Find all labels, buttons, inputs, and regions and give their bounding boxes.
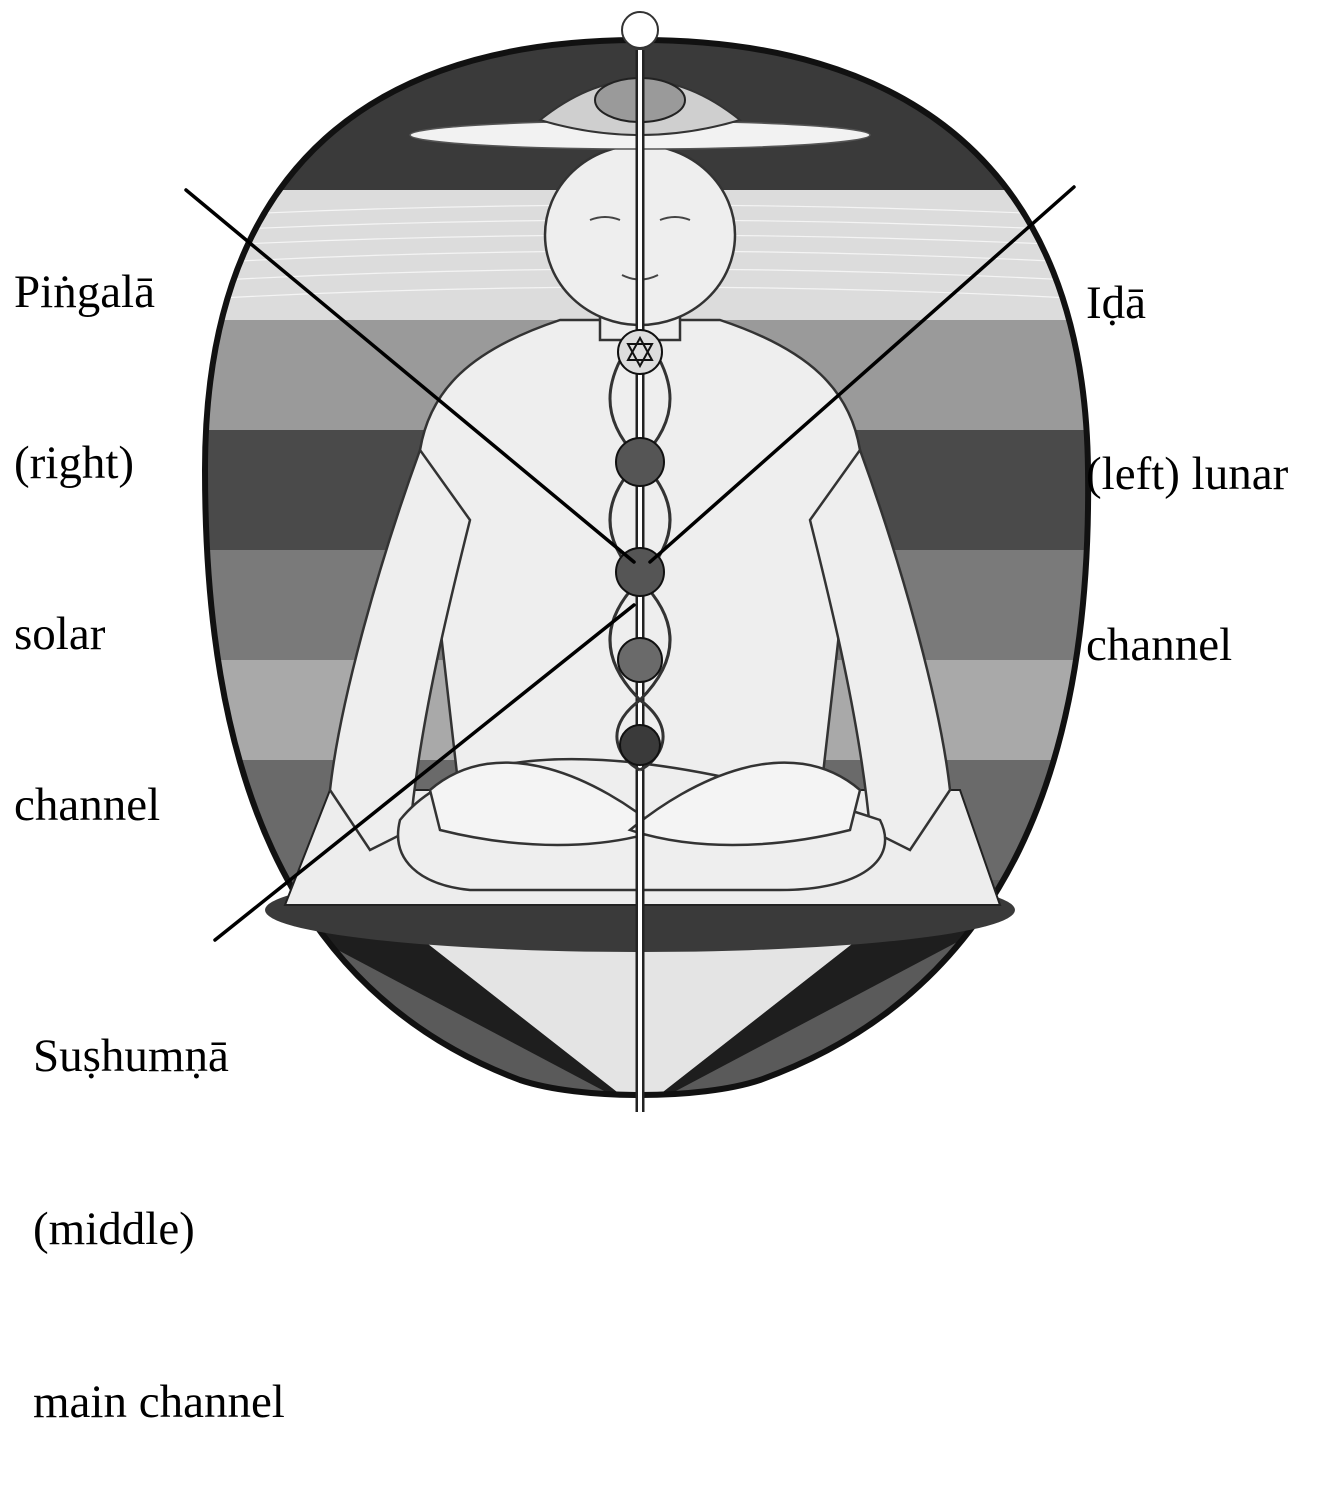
pingala-side: (right) <box>14 435 160 492</box>
pingala-word: channel <box>14 777 160 834</box>
sushumna-side: (middle) <box>33 1200 285 1259</box>
pingala-label: Piṅgalā (right) solar channel <box>14 150 160 891</box>
pingala-kind: solar <box>14 606 160 663</box>
ida-label: Iḍā (left) lunar channel <box>1086 161 1288 731</box>
sushumna-name: Suṣhumṇā <box>33 1027 285 1086</box>
ida-name: Iḍā <box>1086 275 1288 332</box>
sushumna-kind: main channel <box>33 1373 285 1432</box>
pingala-name: Piṅgalā <box>14 264 160 321</box>
ida-side-kind: (left) lunar <box>1086 446 1288 503</box>
sushumna-label: Suṣhumṇā (middle) main channel <box>33 913 285 1489</box>
ida-word: channel <box>1086 617 1288 674</box>
